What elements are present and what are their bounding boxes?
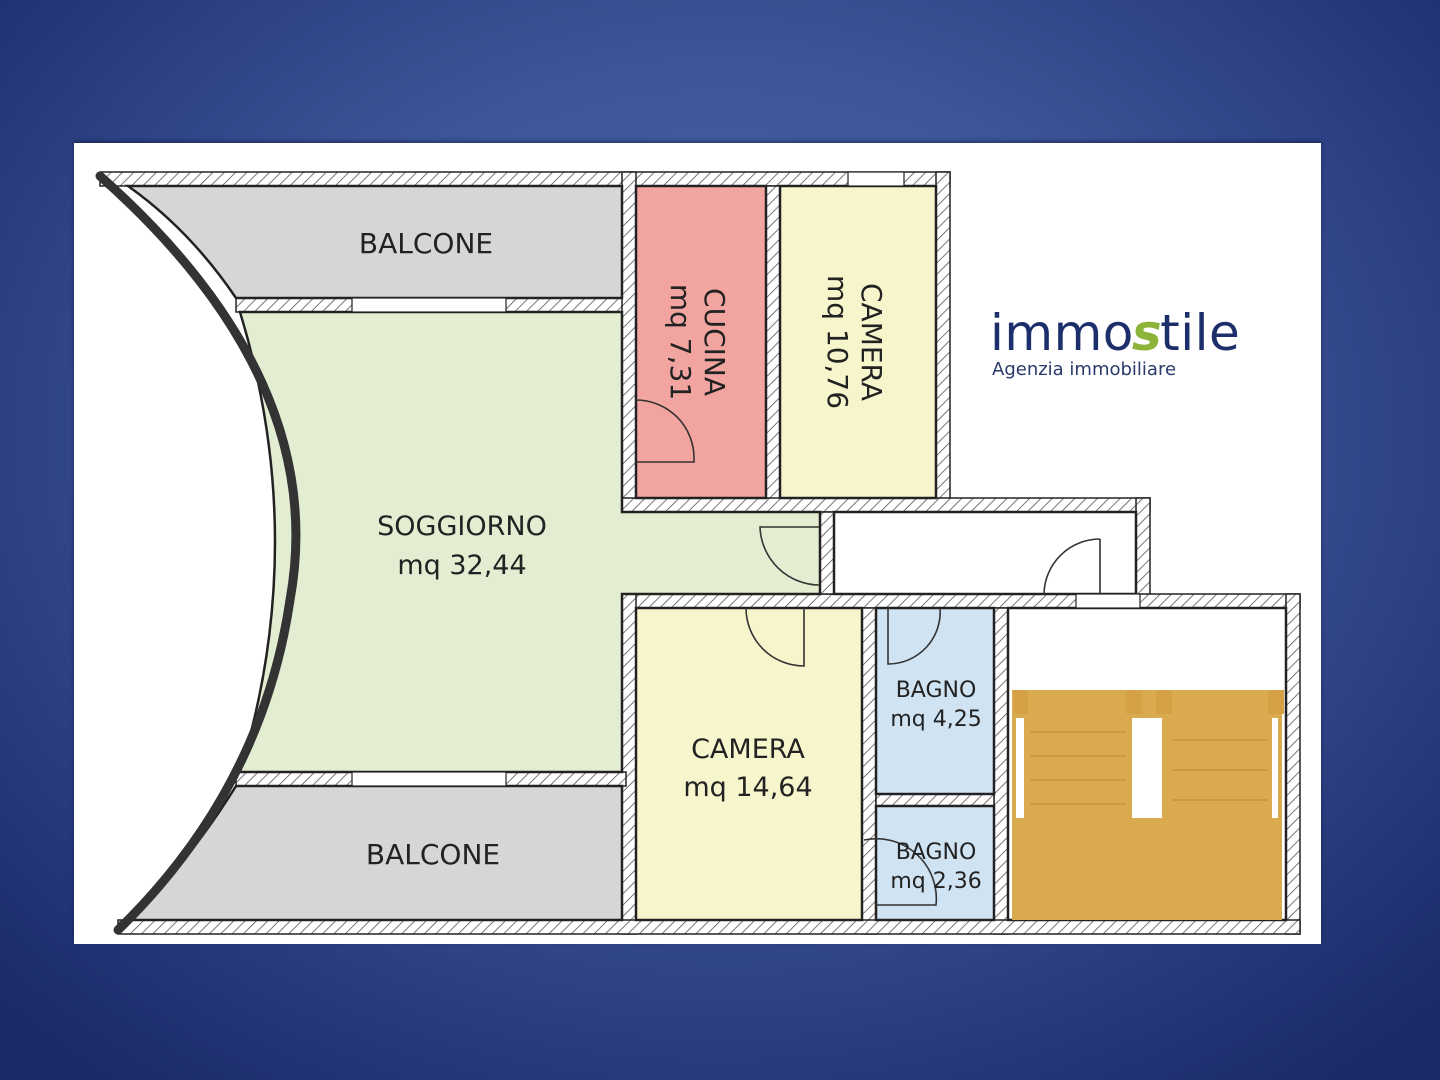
- room-bagno-2: [874, 804, 996, 922]
- room-camera-bottom: [634, 606, 864, 922]
- label-balcone-bottom: BALCONE: [366, 838, 500, 871]
- room-bagno-1: [874, 606, 996, 796]
- logo-subtitle: Agenzia immobiliare: [992, 359, 1177, 380]
- logo-word-left: immo: [990, 304, 1134, 362]
- room-corridoio: [832, 510, 1138, 596]
- label-camera-bottom: CAMERA: [691, 734, 805, 765]
- area-bagno-1: mq 4,25: [890, 707, 981, 732]
- area-camera-top: mq 10,76: [821, 275, 854, 409]
- logo-word-right: tile: [1160, 304, 1241, 362]
- area-bagno-2: mq 2,36: [890, 869, 981, 894]
- label-soggiorno: SOGGIORNO: [377, 511, 547, 542]
- curved-facade-wall: [95, 171, 301, 935]
- windows: [351, 171, 1141, 787]
- room-soggiorno: [238, 310, 822, 774]
- room-camera-top: [778, 184, 938, 500]
- room-balcone-top: [124, 184, 624, 300]
- door-swings: [635, 399, 1101, 906]
- logo-accent-mark: s: [1131, 304, 1163, 362]
- label-cucina: CUCINA: [698, 288, 731, 396]
- area-cucina: mq 7,31: [664, 284, 697, 400]
- area-camera-bottom: mq 14,64: [683, 772, 812, 803]
- room-cucina: [634, 184, 768, 500]
- label-bagno-1: BAGNO: [896, 678, 977, 703]
- label-bagno-2: BAGNO: [896, 840, 977, 865]
- label-camera-top: CAMERA: [855, 283, 888, 401]
- label-balcone-top: BALCONE: [359, 227, 493, 260]
- floorplan-drawing: BALCONE CUCINA mq 7,31 CAMERA mq 10,76 S…: [95, 171, 1301, 935]
- rooms: [124, 184, 1288, 922]
- area-soggiorno: mq 32,44: [397, 550, 526, 581]
- room-labels: BALCONE CUCINA mq 7,31 CAMERA mq 10,76 S…: [359, 227, 982, 894]
- floorplan-sheet: BALCONE CUCINA mq 7,31 CAMERA mq 10,76 S…: [74, 143, 1321, 944]
- staircase: [1012, 690, 1284, 920]
